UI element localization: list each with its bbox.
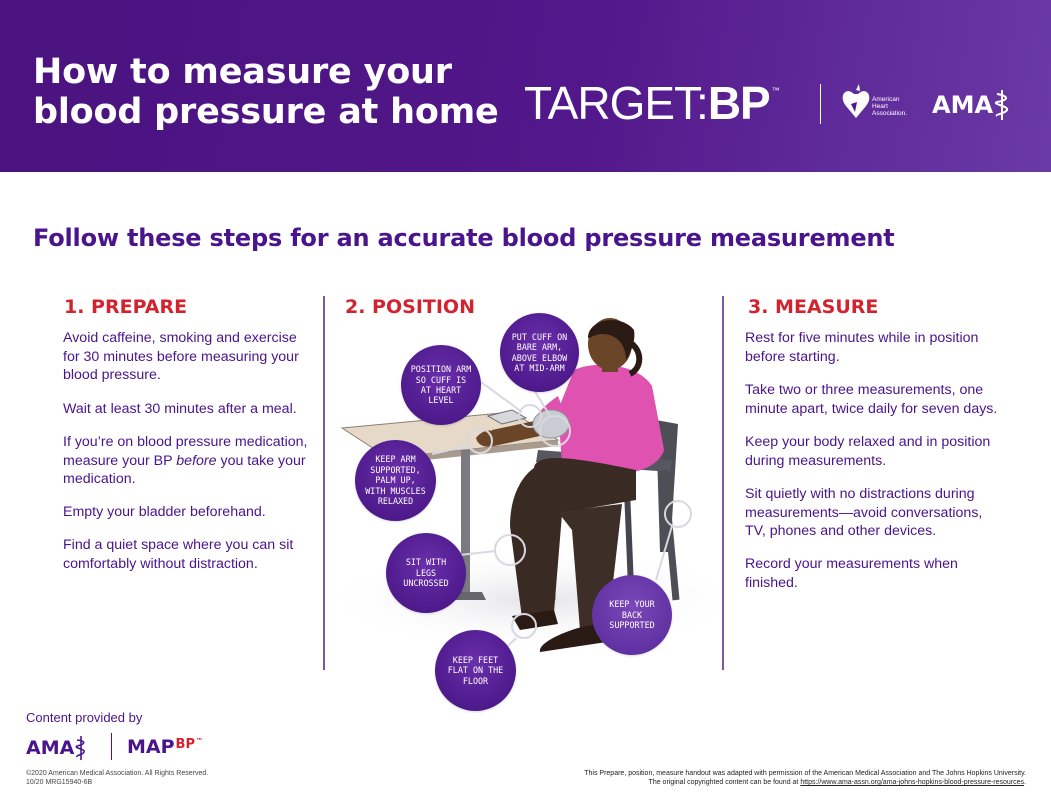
tip-legs-uncrossed: Sit with legs uncrossed xyxy=(386,533,466,613)
aha-wordmark-line-2: Heart xyxy=(872,103,888,110)
copyright-notice: ©2020 American Medical Association. All … xyxy=(26,769,208,787)
position-heading: 2. POSITION xyxy=(345,296,475,318)
page-title-line-1: How to measure your xyxy=(33,52,452,92)
tip-arm-supported: Keep arm supported, palm up, with muscle… xyxy=(355,440,436,521)
aha-wordmark-line-3: Association. xyxy=(872,110,908,117)
prepare-text-1: Avoid caffeine, smoking and exercise for… xyxy=(63,330,299,384)
aha-wordmark-line-1: American xyxy=(872,96,900,103)
ama-logo-text: AMA xyxy=(932,91,994,119)
prepare-text-5: Find a quiet space where you can sit com… xyxy=(63,537,294,572)
aha-heart-torch-icon xyxy=(842,84,870,118)
original-content-link[interactable]: https://www.ama-assn.org/ama-johns-hopki… xyxy=(800,779,1025,786)
prepare-text-4: Empty your bladder beforehand. xyxy=(63,504,266,520)
prepare-text-3-a: If you’re on blood pressure medication, … xyxy=(63,434,308,469)
prepare-text-2: Wait at least 30 minutes after a meal. xyxy=(63,401,297,417)
target-bp-logo: TARGET: BP ™ xyxy=(524,76,780,129)
aha-wordmark: American Heart Association. xyxy=(872,96,922,117)
prepare-text-3: If you’re on blood pressure medication, … xyxy=(63,433,313,489)
page-title: How to measure your blood pressure at ho… xyxy=(33,52,499,132)
prepare-text-3-emphasis: before xyxy=(176,452,217,469)
measure-text-5: Record your measurements when finished. xyxy=(745,556,958,591)
original-content-suffix: . xyxy=(1024,779,1026,786)
header-banner: How to measure your blood pressure at ho… xyxy=(0,0,1051,172)
section-subtitle: Follow these steps for an accurate blood… xyxy=(33,224,895,252)
prepare-heading: 1. PREPARE xyxy=(64,296,188,318)
tip-back-supported: Keep your back supported xyxy=(592,575,672,655)
footer-ama-text: AMA xyxy=(26,737,75,759)
measure-text-2: Take two or three measurements, one minu… xyxy=(745,382,998,417)
measure-text-4: Sit quietly with no distractions during … xyxy=(745,486,983,540)
document-code: 10/20 MRG15940-6B xyxy=(26,779,93,786)
prepare-text-3-b: you take your medication. xyxy=(63,452,306,488)
logo-divider xyxy=(820,84,821,124)
mapbp-logo-map: MAP xyxy=(127,736,175,758)
tip-feet-flat: Keep feet flat on the floor xyxy=(435,630,516,711)
original-content-prefix: The original copyrighted content can be … xyxy=(648,779,801,786)
mapbp-logo-bp: BP xyxy=(175,737,195,752)
tip-arm-heart-level: Position arm so cuff is at heart level xyxy=(401,345,481,425)
copyright-line: ©2020 American Medical Association. All … xyxy=(26,770,209,777)
column-divider-1 xyxy=(323,296,325,670)
target-bp-logo-target: TARGET: xyxy=(524,77,709,129)
original-content-line: The original copyrighted content can be … xyxy=(584,778,1026,787)
mapbp-logo-tm: ™ xyxy=(195,737,203,745)
footer-staff-icon xyxy=(75,736,86,760)
column-divider-2 xyxy=(722,296,724,670)
mapbp-logo: MAP BP ™ xyxy=(127,736,203,758)
footer-logo-divider xyxy=(111,733,112,760)
staff-of-asclepius-icon xyxy=(994,90,1009,120)
tip-cuff-placement: Put cuff on bare arm, above elbow at mid… xyxy=(500,313,579,392)
page-title-line-2: blood pressure at home xyxy=(33,92,499,132)
ama-logo: AMA xyxy=(932,88,1015,122)
measure-heading: 3. MEASURE xyxy=(748,296,879,318)
adaptation-notice: This Prepare, position, measure handout … xyxy=(584,769,1026,787)
measure-text-1: Rest for five minutes while in position … xyxy=(745,330,979,365)
measure-text-3: Keep your body relaxed and in position d… xyxy=(745,434,991,469)
adaptation-line: This Prepare, position, measure handout … xyxy=(584,770,1026,777)
target-bp-logo-tm: ™ xyxy=(771,86,780,95)
content-provided-by: Content provided by xyxy=(26,710,143,725)
footer-ama-logo: AMA xyxy=(26,735,90,761)
target-bp-logo-bp: BP xyxy=(707,77,771,129)
